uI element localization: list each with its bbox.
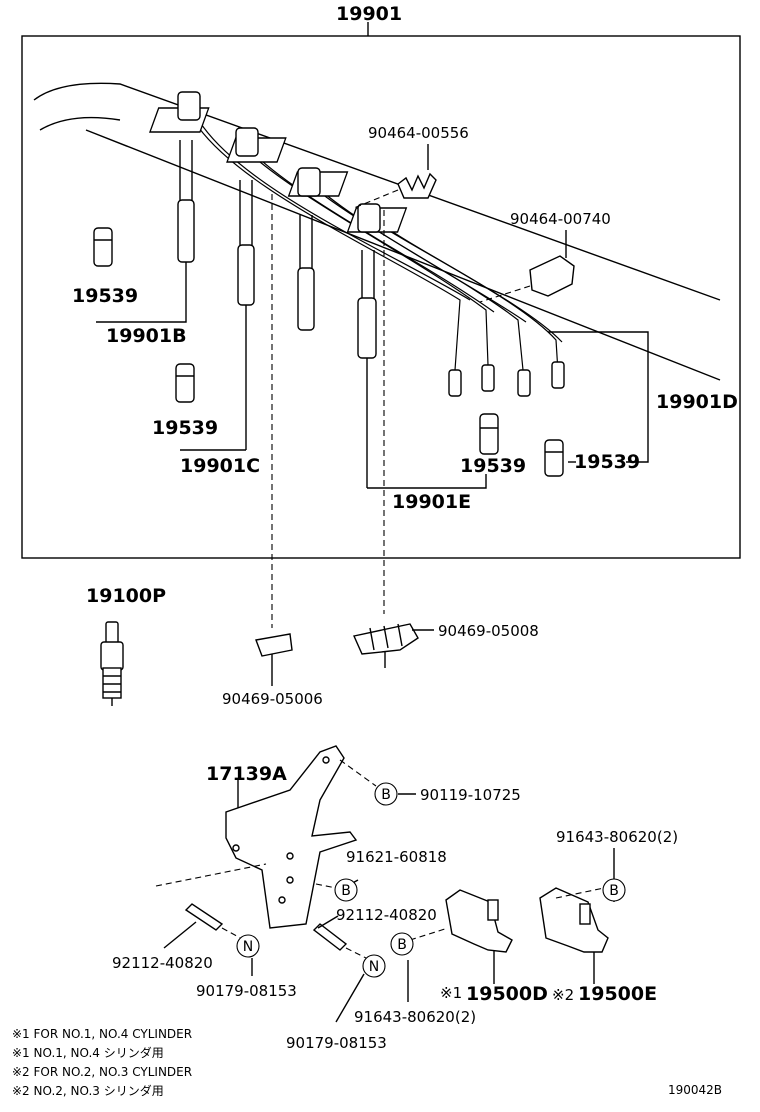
ignition-wires — [187, 109, 563, 381]
wire-ends — [448, 361, 565, 397]
stud-icon — [155, 863, 371, 961]
mark-coil-d: ※1 — [440, 984, 462, 1002]
spark-plug-icon — [100, 621, 124, 706]
label-boot-4: 19539 — [574, 451, 640, 473]
label-bolt-80620-b: 91643-80620(2) — [556, 828, 678, 846]
footnote-4: ※2 NO.2, NO.3 シリンダ用 — [12, 1083, 164, 1098]
label-bolt-10725: 90119-10725 — [420, 786, 521, 804]
label-clamp-00556: 90464-00556 — [368, 124, 469, 142]
circle-marker-b4: B — [602, 878, 626, 902]
svg-text:B: B — [381, 787, 391, 803]
plug-leads — [177, 140, 377, 488]
coil-19500d-icon — [445, 889, 513, 984]
circle-marker-b1: B — [374, 782, 398, 806]
wire-assembly-frame — [21, 22, 741, 559]
label-19901: 19901 — [336, 3, 402, 25]
label-bolt-60818: 91621-60818 — [346, 848, 447, 866]
svg-text:B: B — [609, 883, 619, 899]
label-spark-plug: 19100P — [86, 585, 166, 607]
clamp-90469-05008-icon — [353, 623, 434, 668]
bracket-17139a — [225, 745, 377, 929]
label-bracket: 17139A — [206, 763, 287, 785]
svg-text:N: N — [243, 939, 253, 955]
label-stud-upper: 92112-40820 — [336, 906, 437, 924]
label-coil-e: 19500E — [578, 983, 657, 1005]
footnote-2: ※1 NO.1, NO.4 シリンダ用 — [12, 1045, 164, 1060]
svg-text:B: B — [341, 883, 351, 899]
coil-19500e-icon — [409, 887, 609, 984]
label-clamp-05006: 90469-05006 — [222, 690, 323, 708]
label-nut-1: 90179-08153 — [196, 982, 297, 1000]
label-boot-2: 19539 — [152, 417, 218, 439]
svg-text:B: B — [397, 937, 407, 953]
mark-coil-e: ※2 — [552, 986, 574, 1004]
label-boot-1: 19539 — [72, 285, 138, 307]
circle-marker-n2: N — [362, 954, 386, 978]
dashed-refs — [271, 194, 385, 628]
figure-id: 190042B — [668, 1083, 722, 1097]
label-19901e: 19901E — [392, 491, 471, 513]
clamp-90469-05006-icon — [255, 633, 293, 686]
clamp-90464-00740 — [479, 230, 575, 303]
footnote-1: ※1 FOR NO.1, NO.4 CYLINDER — [12, 1027, 192, 1041]
label-bolt-80620-a: 91643-80620(2) — [354, 1008, 476, 1026]
footnote-3: ※2 FOR NO.2, NO.3 CYLINDER — [12, 1065, 192, 1079]
svg-text:N: N — [369, 959, 379, 975]
assembly-leaders — [96, 320, 649, 489]
label-clamp-00740: 90464-00740 — [510, 210, 611, 228]
label-clamp-05008: 90469-05008 — [438, 622, 539, 640]
label-boot-3: 19539 — [460, 455, 526, 477]
clamp-90464-00556 — [353, 144, 437, 209]
label-stud-lower: 92112-40820 — [112, 954, 213, 972]
label-19901c: 19901C — [180, 455, 260, 477]
label-coil-d: 19500D — [466, 983, 548, 1005]
circle-marker-b2: B — [334, 878, 358, 902]
circle-marker-n1: N — [236, 934, 260, 958]
boot-icon — [93, 227, 564, 477]
circle-marker-b3: B — [390, 932, 414, 956]
cylinder-coil-tops — [149, 91, 408, 233]
label-19901d: 19901D — [656, 391, 738, 413]
label-nut-2: 90179-08153 — [286, 1034, 387, 1052]
label-19901b: 19901B — [106, 325, 187, 347]
